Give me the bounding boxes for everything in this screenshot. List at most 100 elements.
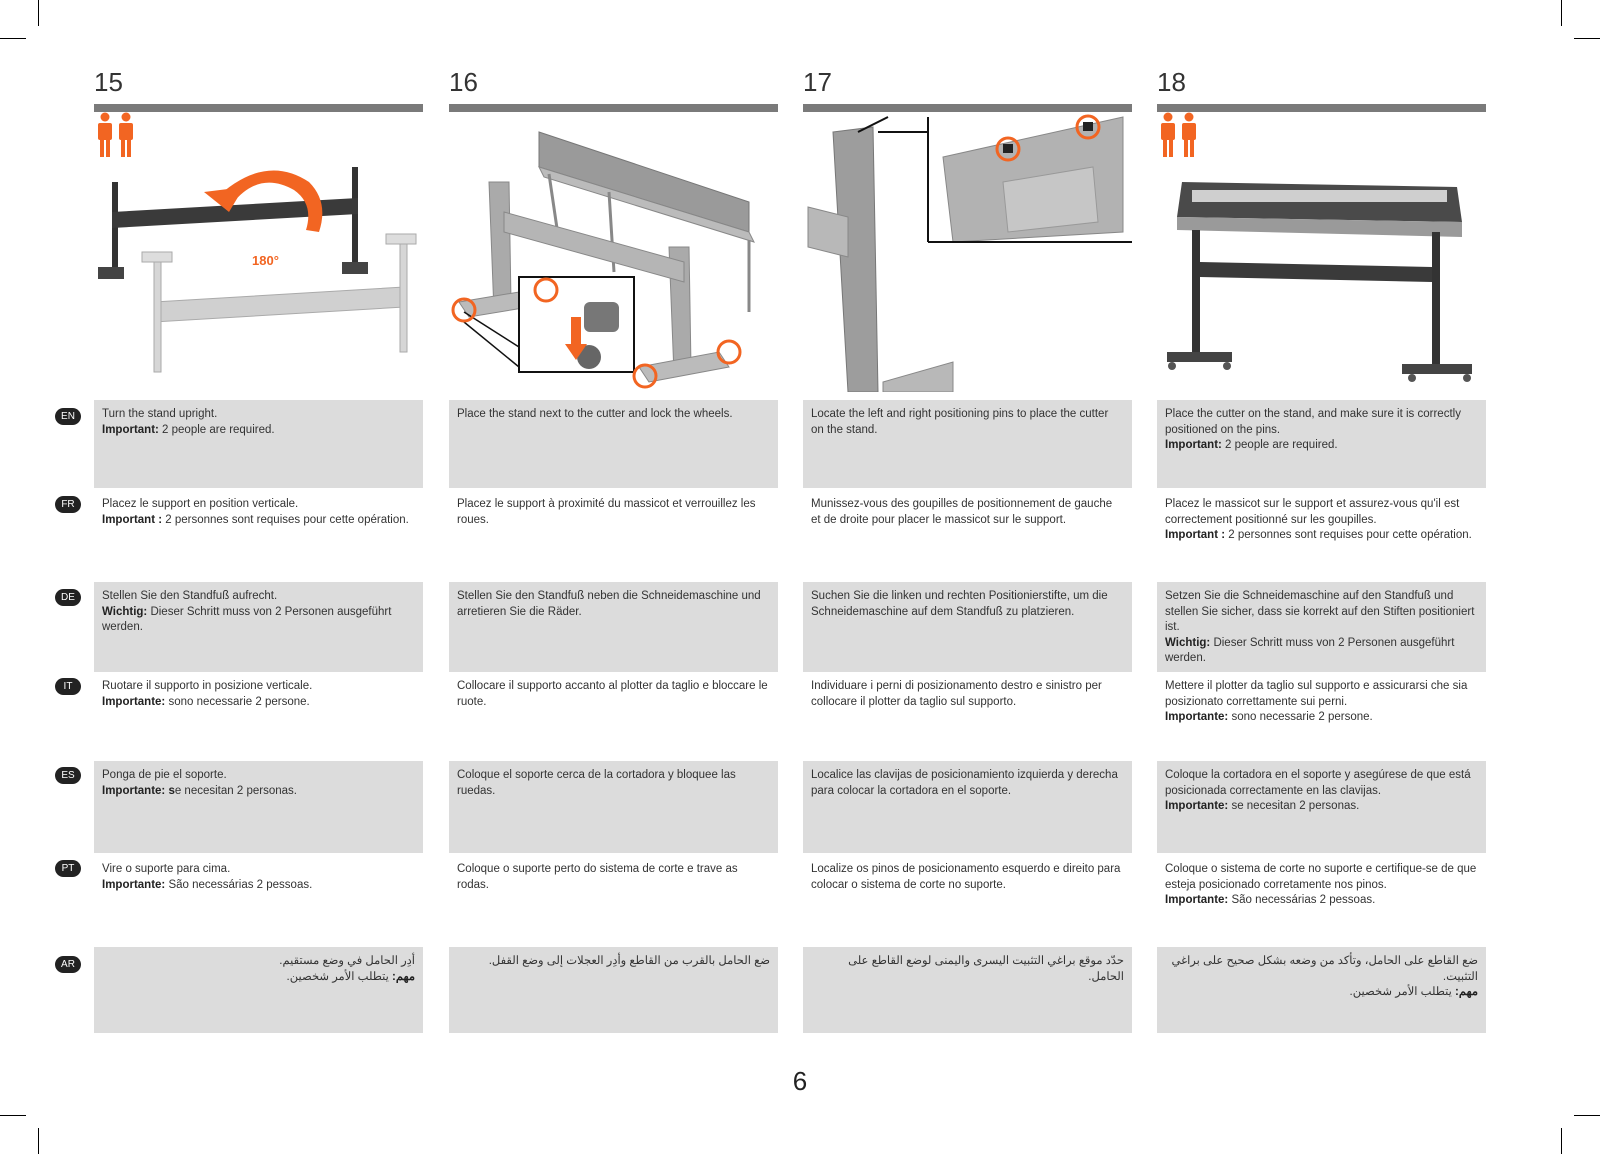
instruction-fr-17: Munissez-vous des goupilles de positionn… bbox=[803, 490, 1132, 578]
step-illustration-cutter-on-stand bbox=[1157, 112, 1486, 392]
important-label: مهم: bbox=[392, 970, 415, 983]
instruction-en-15: Turn the stand upright. Important: 2 peo… bbox=[94, 400, 423, 488]
important-text: Dieser Schritt muss von 2 Personen ausge… bbox=[102, 605, 392, 634]
instruction-text: Localice las clavijas de posicionamiento… bbox=[811, 769, 1118, 797]
instruction-en-18: Place the cutter on the stand, and make … bbox=[1157, 400, 1486, 488]
positioning-pins-illustration bbox=[807, 114, 1132, 392]
instruction-text: Mettere il plotter da taglio sul support… bbox=[1165, 680, 1468, 708]
instruction-de-17: Suchen Sie die linken und rechten Positi… bbox=[803, 582, 1132, 672]
step-illustration-turn-stand: 180° bbox=[94, 112, 423, 392]
two-people-icon bbox=[1161, 112, 1196, 157]
important-text: يتطلب الأمر شخصين. bbox=[1349, 986, 1456, 998]
step-column-16: 16 bbox=[449, 60, 778, 392]
instruction-pt-15: Vire o suporte para cima. Importante: Sã… bbox=[94, 855, 423, 943]
important-text: São necessárias 2 pessoas. bbox=[1228, 894, 1376, 906]
important-label: Importante: bbox=[1165, 711, 1229, 723]
instruction-en-16: Place the stand next to the cutter and l… bbox=[449, 400, 778, 488]
lang-badge-es: ES bbox=[55, 767, 81, 784]
instruction-de-16: Stellen Sie den Standfuß neben die Schne… bbox=[449, 582, 778, 672]
important-label: Important: bbox=[1165, 439, 1222, 451]
crop-mark bbox=[38, 0, 39, 26]
instruction-es-16: Coloque el soporte cerca de la cortadora… bbox=[449, 761, 778, 853]
instruction-it-15: Ruotare il supporto in posizione vertica… bbox=[94, 672, 423, 760]
important-label: مهم: bbox=[1455, 986, 1478, 998]
important-text: 2 people are required. bbox=[1221, 439, 1338, 451]
instruction-text: حدّد موقع براغي التثبيت اليسرى واليمنى ل… bbox=[848, 955, 1124, 983]
instruction-pt-17: Localize os pinos de posicionamento esqu… bbox=[803, 855, 1132, 943]
stand-and-cutter-illustration bbox=[451, 131, 755, 389]
lang-badge-de: DE bbox=[55, 589, 81, 606]
step-column-18: 18 bbox=[1157, 60, 1486, 392]
instruction-pt-16: Coloque o suporte perto do sistema de co… bbox=[449, 855, 778, 943]
instruction-text: Place the stand next to the cutter and l… bbox=[457, 408, 733, 420]
instruction-fr-18: Placez le massicot sur le support et ass… bbox=[1157, 490, 1486, 578]
instruction-text: Setzen Sie die Schneidemaschine auf den … bbox=[1165, 590, 1475, 633]
instruction-text: Collocare il supporto accanto al plotter… bbox=[457, 680, 768, 708]
instruction-text: Vire o suporte para cima. bbox=[102, 863, 231, 875]
instruction-text: Munissez-vous des goupilles de positionn… bbox=[811, 498, 1113, 526]
step-number: 18 bbox=[1157, 67, 1186, 97]
step-column-17: 17 bbox=[803, 60, 1132, 392]
step-number: 15 bbox=[94, 67, 123, 97]
instruction-text: Ponga de pie el soporte. bbox=[102, 769, 227, 781]
important-text: 2 personnes sont requises pour cette opé… bbox=[162, 513, 409, 526]
instruction-fr-15: Placez le support en position verticale.… bbox=[94, 490, 423, 578]
important-text: sono necessarie 2 persone. bbox=[1228, 711, 1373, 723]
instruction-text: Individuare i perni di posizionamento de… bbox=[811, 680, 1102, 708]
instruction-text: أدِر الحامل في وضع مستقيم. bbox=[279, 955, 415, 967]
instruction-ar-16: ضع الحامل بالقرب من القاطع وأدِر العجلات… bbox=[449, 947, 778, 1033]
instruction-text: Placez le support à proximité du massico… bbox=[457, 498, 756, 526]
instruction-text: Place the cutter on the stand, and make … bbox=[1165, 408, 1461, 436]
instruction-en-17: Locate the left and right positioning pi… bbox=[803, 400, 1132, 488]
instruction-es-17: Localice las clavijas de posicionamiento… bbox=[803, 761, 1132, 853]
instruction-text: Suchen Sie die linken und rechten Positi… bbox=[811, 590, 1108, 618]
crop-mark bbox=[1574, 1115, 1600, 1116]
instruction-text: Ruotare il supporto in posizione vertica… bbox=[102, 680, 313, 692]
lang-badge-ar: AR bbox=[55, 956, 81, 973]
instruction-fr-16: Placez le support à proximité du massico… bbox=[449, 490, 778, 578]
instruction-ar-17: حدّد موقع براغي التثبيت اليسرى واليمنى ل… bbox=[803, 947, 1132, 1033]
rotation-label: 180° bbox=[252, 253, 279, 268]
instruction-de-18: Setzen Sie die Schneidemaschine auf den … bbox=[1157, 582, 1486, 672]
crop-mark bbox=[1561, 0, 1562, 26]
important-text: يتطلب الأمر شخصين. bbox=[286, 970, 393, 983]
important-label: Important : bbox=[1165, 529, 1226, 541]
instruction-text: Coloque la cortadora en el soporte y ase… bbox=[1165, 769, 1471, 797]
important-text: 2 personnes sont requises pour cette opé… bbox=[1225, 529, 1472, 541]
step-column-15: 15 180° bbox=[94, 60, 423, 392]
important-text: Dieser Schritt muss von 2 Personen ausge… bbox=[1165, 636, 1455, 665]
crop-mark bbox=[0, 38, 26, 39]
instruction-de-15: Stellen Sie den Standfuß aufrecht. Wicht… bbox=[94, 582, 423, 672]
step-bar bbox=[94, 104, 423, 112]
important-label: Importante: bbox=[102, 878, 166, 891]
lang-badge-fr: FR bbox=[55, 496, 81, 513]
instruction-text: Placez le support en position verticale. bbox=[102, 498, 299, 510]
important-label: Important : bbox=[102, 513, 163, 526]
instruction-text: Coloque el soporte cerca de la cortadora… bbox=[457, 769, 736, 797]
step-number: 16 bbox=[449, 67, 478, 97]
instruction-text: Placez le massicot sur le support et ass… bbox=[1165, 498, 1460, 526]
important-label: Importante: bbox=[102, 695, 166, 708]
instruction-text: Localize os pinos de posicionamento esqu… bbox=[811, 863, 1121, 891]
step-bar bbox=[449, 104, 778, 112]
two-people-icon bbox=[98, 112, 133, 157]
instruction-text: ضع القاطع على الحامل، وتأكد من وضعه بشكل… bbox=[1171, 955, 1478, 983]
instruction-es-15: Ponga de pie el soporte. Importante: se … bbox=[94, 761, 423, 853]
crop-mark bbox=[1561, 1128, 1562, 1154]
page-number: 6 bbox=[792, 1066, 808, 1096]
crop-mark bbox=[38, 1128, 39, 1154]
important-label: Importante: s bbox=[102, 784, 175, 797]
important-label: Importante: bbox=[1165, 800, 1229, 812]
step-bar bbox=[803, 104, 1132, 112]
important-text: e necesitan 2 personas. bbox=[174, 784, 297, 797]
instruction-ar-18: ضع القاطع على الحامل، وتأكد من وضعه بشكل… bbox=[1157, 947, 1486, 1033]
important-label: Important: bbox=[102, 423, 159, 436]
important-label: Importante: bbox=[1165, 894, 1229, 906]
important-label: Wichtig: bbox=[1165, 636, 1211, 649]
stand-rotate-illustration: 180° bbox=[98, 167, 417, 373]
instruction-text: Coloque o suporte perto do sistema de co… bbox=[457, 863, 738, 891]
lang-badge-pt: PT bbox=[55, 860, 81, 877]
important-text: 2 people are required. bbox=[158, 423, 275, 436]
lang-badge-it: IT bbox=[55, 678, 81, 695]
important-label: Wichtig: bbox=[102, 605, 148, 618]
